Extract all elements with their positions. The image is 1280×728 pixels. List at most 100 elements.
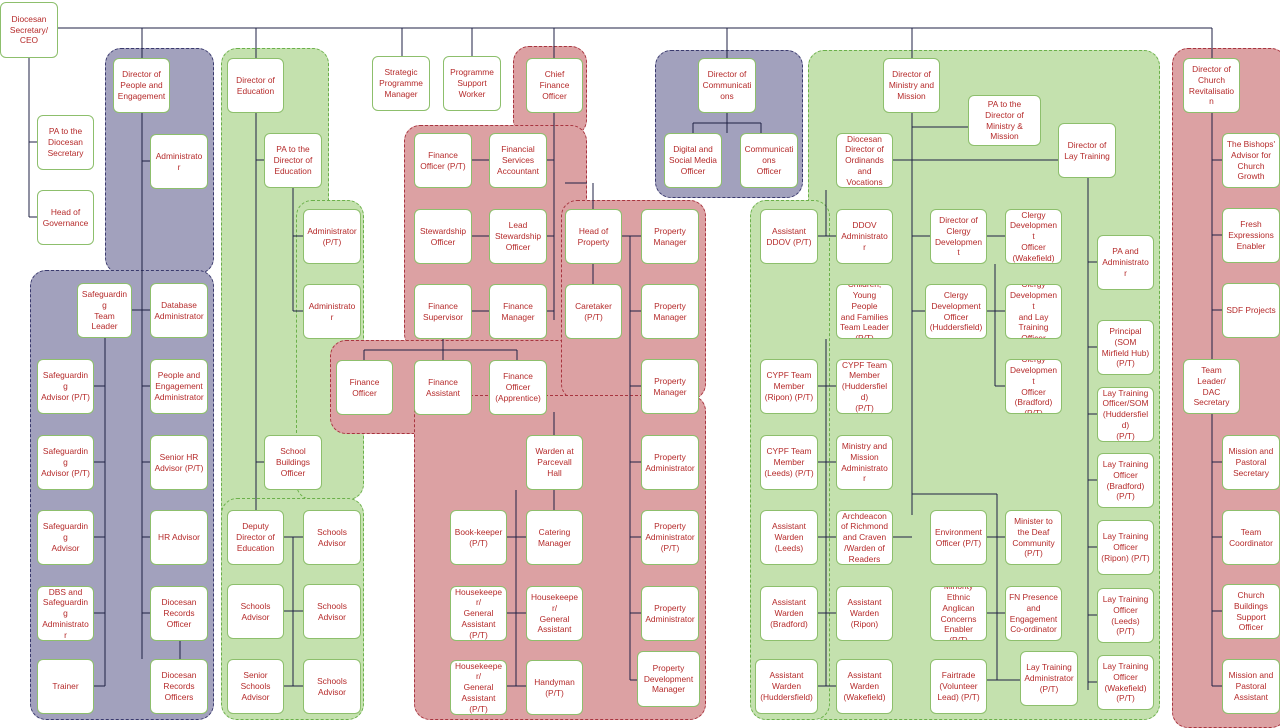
box-meac: Minority Ethnic Anglican Concerns Enable… <box>930 586 987 641</box>
box-head-gov: Head of Governance <box>37 190 94 245</box>
box-cdlto: Clergy Development and Lay Training Offi… <box>1005 284 1062 339</box>
box-sdf: SDF Projects <box>1222 283 1280 338</box>
box-ddov-admin: DDOV Administrator <box>836 209 893 264</box>
box-dir-comms: Director of Communications <box>698 58 756 113</box>
box-sch-adv4: Schools Advisor <box>303 659 361 714</box>
box-sg-adv2: Safeguarding Advisor (P/T) <box>37 435 94 490</box>
box-spm: Strategic Programme Manager <box>372 56 430 111</box>
box-prop-adm2: Property Administrator (P/T) <box>641 510 699 565</box>
box-sg-adv1: Safeguarding Advisor (P/T) <box>37 359 94 414</box>
box-dir-mm: Director of Ministry and Mission <box>883 58 940 113</box>
box-hr-senior: Senior HR Advisor (P/T) <box>150 435 208 490</box>
box-hk3: Housekeeper/ General Assistant (P/T) <box>450 660 507 715</box>
box-head-prop: Head of Property <box>565 209 622 264</box>
box-db-admin: Database Administrator <box>150 283 208 338</box>
box-fresh-exp: Fresh Expressions Enabler <box>1222 208 1280 263</box>
box-pe-admin: People and Engagement Administrator <box>150 359 208 414</box>
box-pa-mm: PA to the Director of Ministry & Mission <box>968 95 1041 146</box>
box-fn-pres: FN Presence and Engagement Co-ordinator <box>1005 586 1062 641</box>
box-dir-cr: Director of Church Revitalisation <box>1183 58 1240 113</box>
box-sg-adv3: Safeguarding Advisor <box>37 510 94 565</box>
box-team-leader: Team Leader/ DAC Secretary <box>1183 359 1240 414</box>
box-env-off: Environment Officer (P/T) <box>930 510 987 565</box>
box-lt-admin: Lay Training Administrator (P/T) <box>1020 651 1078 706</box>
box-fin-app: Finance Officer (Apprentice) <box>489 360 547 415</box>
box-dbs: DBS and Safeguarding Administrator <box>37 586 94 641</box>
box-sch-adv3: Schools Advisor <box>303 584 361 639</box>
box-aw-brad: Assistant Warden (Bradford) <box>760 586 818 641</box>
box-fin-sup: Finance Supervisor <box>414 284 472 339</box>
box-pa-admin: PA and Administrator <box>1097 235 1154 290</box>
box-fairtrade: Fairtrade (Volunteer Lead) (P/T) <box>930 659 987 714</box>
box-senior-sch: Senior Schools Advisor <box>227 659 284 714</box>
box-cdo-brad: Clergy Development Officer (Bradford) (P… <box>1005 359 1062 414</box>
box-hk1: Housekeeper/ General Assistant (P/T) <box>450 586 507 641</box>
box-lto-leeds: Lay Training Officer (Leeds) (P/T) <box>1097 588 1154 643</box>
box-prop-mgr2: Property Manager <box>641 284 699 339</box>
box-cypf-leeds: CYPF Team Member (Leeds) (P/T) <box>760 435 818 490</box>
box-aw-leeds: Assistant Warden (Leeds) <box>760 510 818 565</box>
box-ceo: Diocesan Secretary/ CEO <box>0 2 58 58</box>
box-cdo-wake: Clergy Development Officer (Wakefield) <box>1005 209 1062 264</box>
box-edu-admin: Administrato r <box>303 284 361 339</box>
box-fin-off: Finance Officer <box>336 360 393 415</box>
box-aw-hud: Assistant Warden (Huddersfield) <box>755 659 818 714</box>
box-lead-stew: Lead Stewardship Officer <box>489 209 547 264</box>
box-fsa: Financial Services Accountant <box>489 133 547 188</box>
box-warden-ph: Warden at Parcevall Hall <box>526 435 583 490</box>
box-prop-mgr3: Property Manager <box>641 359 699 414</box>
box-sch-adv1: Schools Advisor <box>303 510 361 565</box>
box-comms-off: Communications Officer <box>740 133 798 188</box>
box-trainer: Trainer <box>37 659 94 714</box>
box-prop-dev: Property Development Manager <box>637 651 700 707</box>
box-mpa: Mission and Pastoral Assistant <box>1222 659 1280 714</box>
box-fin-asst: Finance Assistant <box>414 360 472 415</box>
box-dir-cd: Director of Clergy Development <box>930 209 987 264</box>
box-cyp-lead: Children, Young People and Families Team… <box>836 284 893 339</box>
box-prop-adm1: Property Administrator <box>641 435 699 490</box>
box-sch-adv2: Schools Advisor <box>227 584 284 639</box>
box-prop-adm3: Property Administrator <box>641 586 699 641</box>
box-ddo: Diocesan Director of Ordinands and Vocat… <box>836 133 893 188</box>
box-aw-wake: Assistant Warden (Wakefield) <box>836 659 893 714</box>
box-rec-off: Diocesan Records Officer <box>150 586 208 641</box>
box-bookkeeper: Book-keeper (P/T) <box>450 510 507 565</box>
box-dir-edu: Director of Education <box>227 58 284 113</box>
box-caretaker: Caretaker (P/T) <box>565 284 622 339</box>
box-lto-ripon: Lay Training Officer (Ripon) (P/T) <box>1097 520 1154 575</box>
box-digital: Digital and Social Media Officer <box>664 133 722 188</box>
box-sch-build: School Buildings Officer <box>264 435 322 490</box>
box-rec-offs: Diocesan Records Officers <box>150 659 208 714</box>
box-dep-dir-edu: Deputy Director of Education <box>227 510 284 565</box>
box-psw: Programme Support Worker <box>443 56 501 111</box>
box-hr-adv: HR Advisor <box>150 510 208 565</box>
box-aw-ripon: Assistant Warden (Ripon) <box>836 586 893 641</box>
box-pa-edu: PA to the Director of Education <box>264 133 322 188</box>
box-admin-pe: Administrato r <box>150 134 208 189</box>
box-principal: Principal (SOM Mirfield Hub) (P/T) <box>1097 320 1154 375</box>
box-dir-pe: Director of People and Engagement <box>113 58 170 113</box>
box-cypf-ripon: CYPF Team Member (Ripon) (P/T) <box>760 359 818 414</box>
box-dir-lt: Director of Lay Training <box>1058 123 1116 178</box>
box-fin-mgr: Finance Manager <box>489 284 547 339</box>
box-fin-off-pt: Finance Officer (P/T) <box>414 133 472 188</box>
box-asst-ddov: Assistant DDOV (P/T) <box>760 209 818 264</box>
box-mps: Mission and Pastoral Secretary <box>1222 435 1280 490</box>
box-prop-mgr1: Property Manager <box>641 209 699 264</box>
box-hk2: Housekeeper/ General Assistant <box>526 586 583 641</box>
box-cdo-hud: Clergy Development Officer (Huddersfield… <box>925 284 987 339</box>
box-cfo: Chief Finance Officer <box>526 58 583 113</box>
box-stew: Stewardship Officer <box>414 209 472 264</box>
box-sg-lead: Safeguarding Team Leader <box>77 283 132 338</box>
box-handyman: Handyman (P/T) <box>526 660 583 715</box>
box-bishops-adv: The Bishops' Advisor for Church Growth <box>1222 133 1280 188</box>
box-mm-admin: Ministry and Mission Administrator <box>836 435 893 490</box>
box-pa-ds: PA to the Diocesan Secretary <box>37 115 94 170</box>
box-edu-admin-pt: Administrator (P/T) <box>303 209 361 264</box>
box-lto-brad: Lay Training Officer (Bradford) (P/T) <box>1097 453 1154 508</box>
box-lto-wake: Lay Training Officer (Wakefield) (P/T) <box>1097 655 1154 710</box>
box-deaf-min: Minister to the Deaf Community (P/T) <box>1005 510 1062 565</box>
people-engagement-region <box>30 270 214 720</box>
